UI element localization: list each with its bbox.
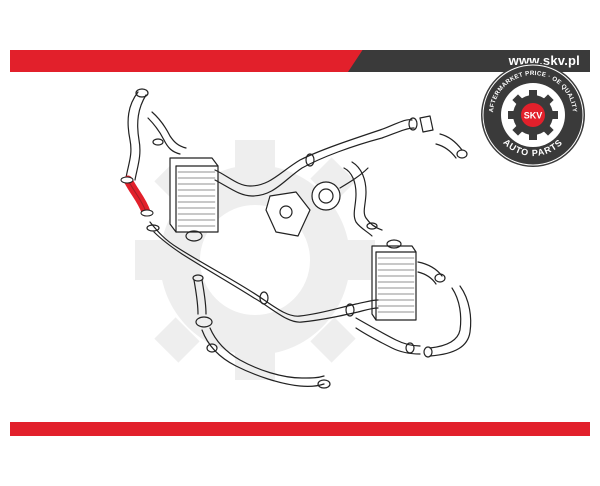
highlighted-red-hose[interactable]: [120, 175, 154, 217]
right-outlet-hoses: [417, 261, 472, 358]
top-long-hose: [214, 117, 418, 197]
lower-right-hose: [355, 317, 421, 355]
left-intercooler: [169, 157, 219, 242]
skv-logo-badge: AFTERMARKET PRICE · OE QUALITY AUTO PART…: [481, 63, 585, 167]
watermark-gear: [135, 140, 375, 380]
left-vertical-hose: [125, 88, 149, 181]
bottom-left-hose: [192, 274, 331, 389]
upper-left-hose: [147, 111, 187, 155]
lower-long-hose: [146, 221, 379, 323]
footer-red-bar: [10, 422, 590, 436]
top-right-connectors: [419, 115, 468, 159]
right-intercooler: [371, 239, 417, 321]
throttle-body: [265, 167, 369, 237]
middle-right-hose: [343, 161, 383, 237]
logo-brand-text: SKV: [524, 111, 543, 121]
